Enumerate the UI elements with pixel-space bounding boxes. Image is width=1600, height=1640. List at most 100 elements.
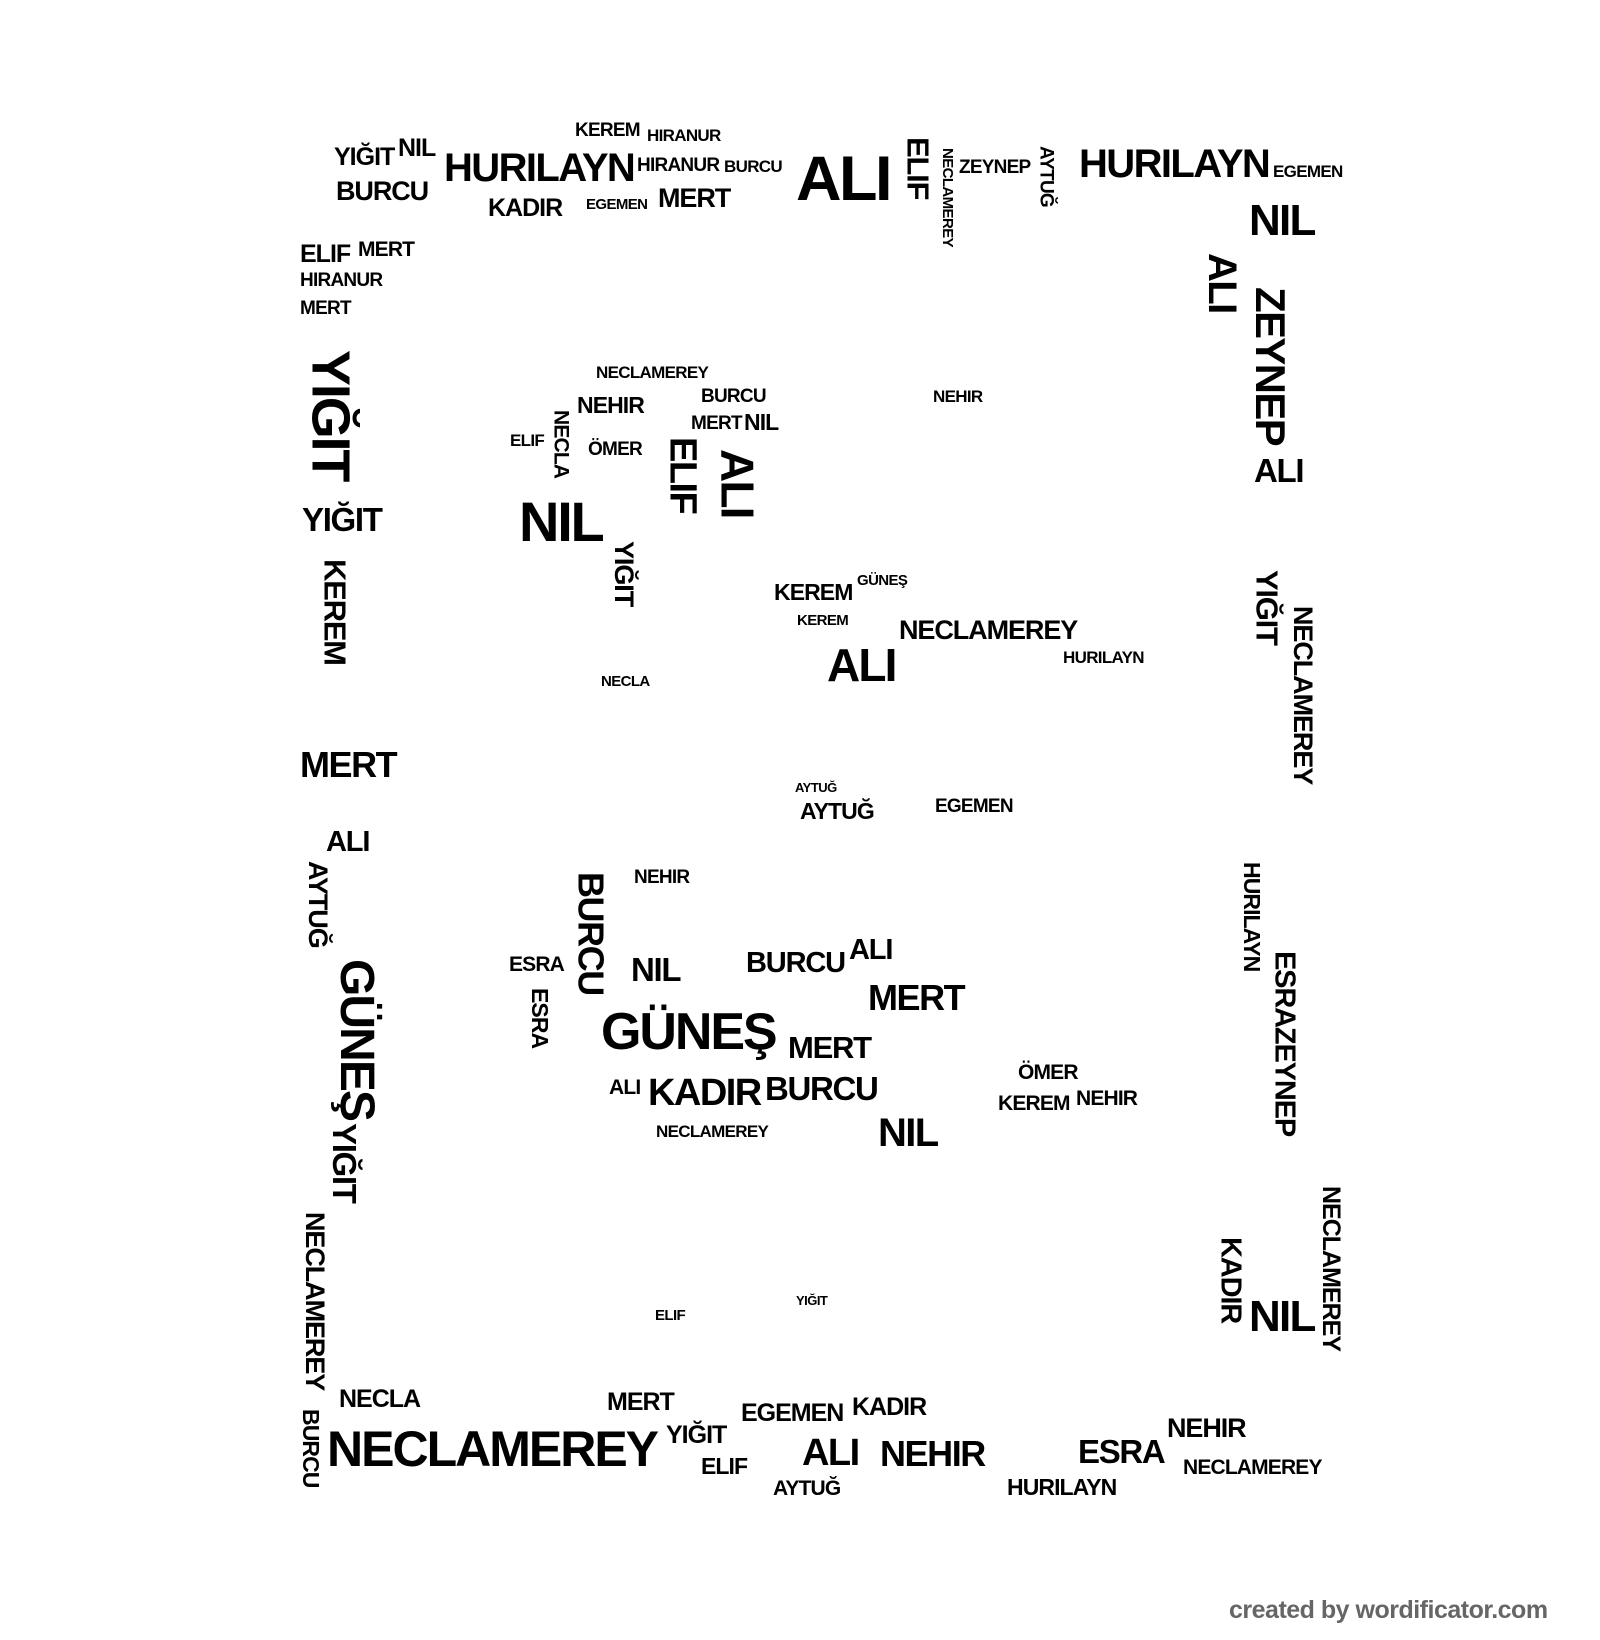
cloud-word: KADIR <box>488 194 563 222</box>
cloud-word: ALI <box>609 1076 641 1099</box>
cloud-word: NECLAMEREY <box>327 1421 659 1477</box>
cloud-word: BURCU <box>746 947 846 979</box>
cloud-word: HIRANUR <box>647 126 721 145</box>
cloud-word: KADIR <box>852 1393 927 1421</box>
cloud-word: NECLAMEREY <box>300 1212 331 1391</box>
cloud-word: NEHIR <box>1076 1087 1138 1110</box>
cloud-word: ALI <box>711 449 764 518</box>
cloud-word: KEREM <box>797 612 849 629</box>
cloud-word: BURCU <box>297 1409 324 1488</box>
cloud-word: ESRA <box>509 953 565 976</box>
cloud-word: AYTUĞ <box>795 780 837 795</box>
cloud-word: NECLAMEREY <box>1317 1186 1345 1352</box>
cloud-word: NECLA <box>549 410 573 479</box>
cloud-word: EGEMEN <box>1273 162 1343 181</box>
cloud-word: NECLAMEREY <box>656 1122 769 1141</box>
cloud-word: NECLAMEREY <box>899 615 1078 645</box>
cloud-word: ESRAZEYNEP <box>1268 951 1301 1136</box>
cloud-word: AYTUĞ <box>1035 146 1057 207</box>
credit-watermark: created by wordificator.com <box>1229 1596 1548 1624</box>
cloud-word: KEREM <box>998 1092 1070 1115</box>
cloud-word: HURILAYN <box>444 146 636 190</box>
cloud-word: NEHIR <box>933 387 983 406</box>
cloud-word: ELIF <box>510 431 545 450</box>
cloud-word: NIL <box>398 134 436 162</box>
cloud-word: KEREM <box>317 559 353 665</box>
cloud-word: NECLAMEREY <box>1288 606 1319 785</box>
cloud-word: YIĞIT <box>325 1123 363 1203</box>
cloud-word: ESRA <box>526 988 553 1049</box>
cloud-word: MERT <box>691 413 743 434</box>
cloud-word: KADIR <box>648 1072 762 1114</box>
cloud-word: NECLAMEREY <box>596 363 709 382</box>
cloud-word: MERT <box>358 238 415 261</box>
cloud-word: EGEMEN <box>935 796 1014 817</box>
cloud-word: BURCU <box>701 386 767 407</box>
cloud-word: ELIF <box>300 240 351 268</box>
cloud-word: HURILAYN <box>1007 1474 1117 1500</box>
cloud-word: HURILAYN <box>1063 648 1145 667</box>
cloud-word: NEHIR <box>577 392 645 418</box>
cloud-word: NEHIR <box>1167 1413 1247 1443</box>
cloud-word: YIĞIT <box>334 143 395 171</box>
cloud-word: YIĞIT <box>796 1293 828 1308</box>
cloud-word: BURCU <box>724 157 783 176</box>
cloud-word: HURILAYN <box>1079 142 1271 186</box>
cloud-word: BURCU <box>765 1070 879 1107</box>
cloud-word: YIĞIT <box>609 541 640 607</box>
cloud-word: ELIF <box>900 137 936 200</box>
cloud-word: ALI <box>326 826 370 858</box>
cloud-word: MERT <box>868 977 966 1018</box>
cloud-word: ELIF <box>701 1453 748 1479</box>
cloud-word: NIL <box>519 490 605 553</box>
cloud-word: MERT <box>300 298 352 319</box>
cloud-word: NEHIR <box>634 867 690 888</box>
cloud-word: GÜNEŞ <box>857 572 908 589</box>
cloud-word: HIRANUR <box>300 270 383 291</box>
cloud-word: KEREM <box>774 579 853 605</box>
cloud-word: NIL <box>1249 1292 1316 1341</box>
cloud-word: YIĞIT <box>300 350 361 481</box>
cloud-word: GÜNEŞ <box>601 1003 778 1061</box>
cloud-word: NECLA <box>339 1385 421 1413</box>
cloud-word: ESRA <box>1078 1433 1166 1470</box>
cloud-word: NEHIR <box>880 1433 986 1474</box>
cloud-word: BURCU <box>336 176 429 206</box>
cloud-word: ELIF <box>655 1307 686 1324</box>
cloud-word: HIRANUR <box>637 155 720 176</box>
cloud-word: EGEMEN <box>741 1399 844 1427</box>
cloud-word: MERT <box>788 1030 872 1065</box>
cloud-word: ELIF <box>661 437 704 514</box>
cloud-word: NIL <box>631 951 682 988</box>
cloud-word: NIL <box>744 409 779 435</box>
cloud-word: AYTUĞ <box>303 861 334 948</box>
cloud-word: ALI <box>796 144 892 214</box>
cloud-word: AYTUĞ <box>773 1477 841 1500</box>
cloud-word: ALI <box>849 934 893 966</box>
cloud-word: NECLA <box>601 673 650 690</box>
cloud-word: MERT <box>607 1388 675 1416</box>
cloud-word: MERT <box>658 183 731 213</box>
cloud-word: KADIR <box>1214 1237 1247 1324</box>
cloud-word: HURILAYN <box>1238 862 1265 972</box>
cloud-word: NECLAMEREY <box>1183 1456 1322 1479</box>
cloud-word: NIL <box>878 1111 939 1155</box>
cloud-word: ALI <box>802 1432 860 1474</box>
cloud-word: ZEYNEP <box>1247 287 1295 445</box>
cloud-word: NIL <box>1249 196 1316 245</box>
cloud-word: AYTUĞ <box>800 798 875 824</box>
cloud-word: ALI <box>1199 253 1244 313</box>
cloud-word: YIĞIT <box>1249 570 1285 645</box>
cloud-word: GÜNEŞ <box>329 959 383 1121</box>
cloud-word: ÖMER <box>1018 1061 1078 1084</box>
cloud-word: ÖMER <box>588 439 643 460</box>
cloud-word: NECLAMEREY <box>938 148 956 248</box>
cloud-word: BURCU <box>570 872 612 995</box>
cloud-word: ALI <box>827 639 897 691</box>
cloud-word: YIĞIT <box>302 501 383 538</box>
cloud-word: KEREM <box>575 120 641 141</box>
cloud-word: YIĞIT <box>666 1421 727 1449</box>
cloud-word: EGEMEN <box>586 196 648 213</box>
cloud-word: ZEYNEP <box>959 157 1031 178</box>
